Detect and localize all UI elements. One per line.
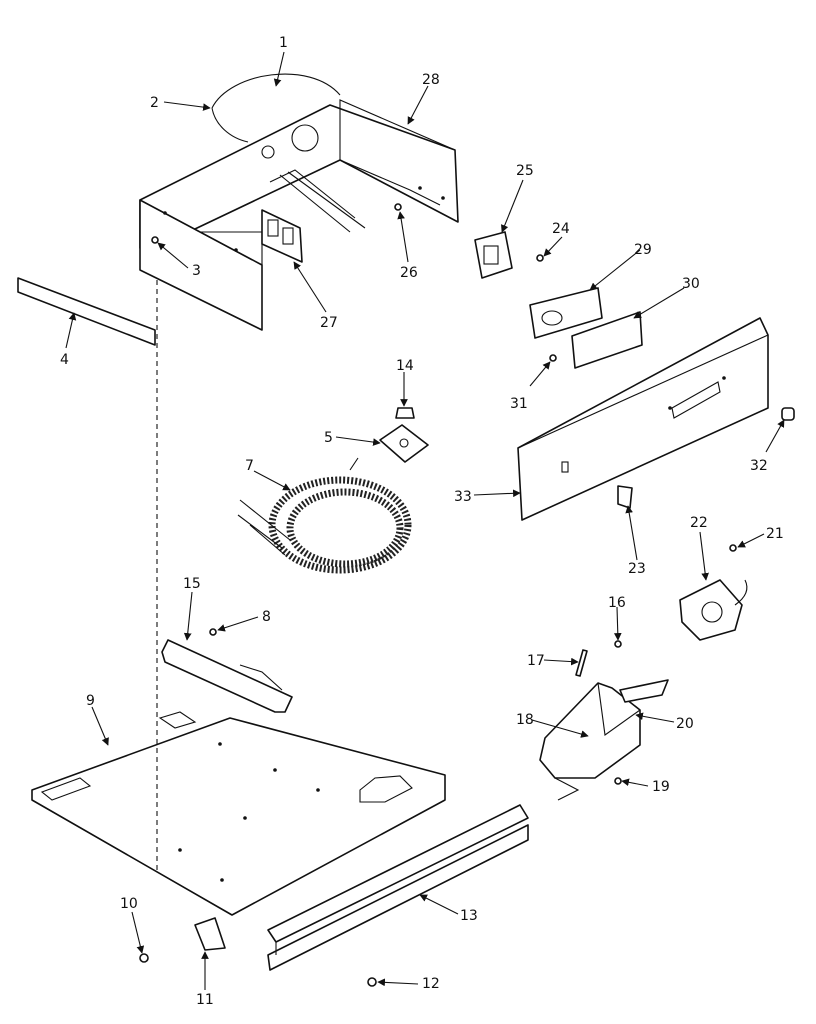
callout-19: 19 — [652, 779, 670, 795]
leader-lines — [65, 51, 785, 990]
base-plate — [31, 711, 446, 916]
callout-13: 13 — [460, 908, 478, 924]
callout-1: 1 — [279, 35, 288, 51]
callout-18: 18 — [516, 712, 534, 728]
gas-valve — [679, 579, 748, 641]
side-rail — [267, 804, 529, 971]
callout-9: 9 — [86, 693, 95, 709]
callout-8: 8 — [262, 609, 271, 625]
callout-7: 7 — [245, 458, 254, 474]
callout-31: 31 — [510, 396, 528, 412]
angle-bracket — [17, 277, 156, 346]
rod-17 — [575, 649, 588, 677]
wire-loop — [211, 73, 341, 143]
callout-14: 14 — [396, 358, 414, 374]
switch-block-29 — [529, 287, 603, 339]
switch-block-25 — [474, 231, 513, 279]
callout-29: 29 — [634, 242, 652, 258]
screws — [139, 203, 737, 987]
callout-5: 5 — [324, 430, 333, 446]
callout-23: 23 — [628, 561, 646, 577]
clip-23 — [617, 485, 633, 509]
callout-16: 16 — [608, 595, 626, 611]
callout-30: 30 — [682, 276, 700, 292]
callout-28: 28 — [422, 72, 440, 88]
upper-housing — [139, 99, 459, 331]
control-panel — [517, 317, 769, 521]
callout-10: 10 — [120, 896, 138, 912]
mounting-plate — [379, 424, 429, 463]
callout-22: 22 — [690, 515, 708, 531]
callout-33: 33 — [454, 489, 472, 505]
small-bracket-11 — [194, 917, 226, 951]
knob-32 — [781, 407, 795, 421]
grommet-14 — [395, 407, 415, 419]
callout-26: 26 — [400, 265, 418, 281]
callout-25: 25 — [516, 163, 534, 179]
callout-17: 17 — [527, 653, 545, 669]
callout-4: 4 — [60, 352, 69, 368]
igniter-bracket — [539, 679, 669, 801]
control-board — [261, 209, 303, 263]
callout-2: 2 — [150, 95, 159, 111]
callout-15: 15 — [183, 576, 201, 592]
switch-block-30 — [571, 311, 643, 369]
callout-3: 3 — [192, 263, 201, 279]
front-bracket — [161, 639, 293, 713]
callout-12: 12 — [422, 976, 440, 992]
callout-32: 32 — [750, 458, 768, 474]
callout-24: 24 — [552, 221, 570, 237]
callout-27: 27 — [320, 315, 338, 331]
wire-harness — [237, 457, 412, 574]
callout-21: 21 — [766, 526, 784, 542]
callout-20: 20 — [676, 716, 694, 732]
callout-11: 11 — [196, 992, 214, 1008]
callout-labels: 1 2 3 4 5 7 8 9 10 11 12 13 14 15 16 17 … — [60, 35, 784, 1008]
